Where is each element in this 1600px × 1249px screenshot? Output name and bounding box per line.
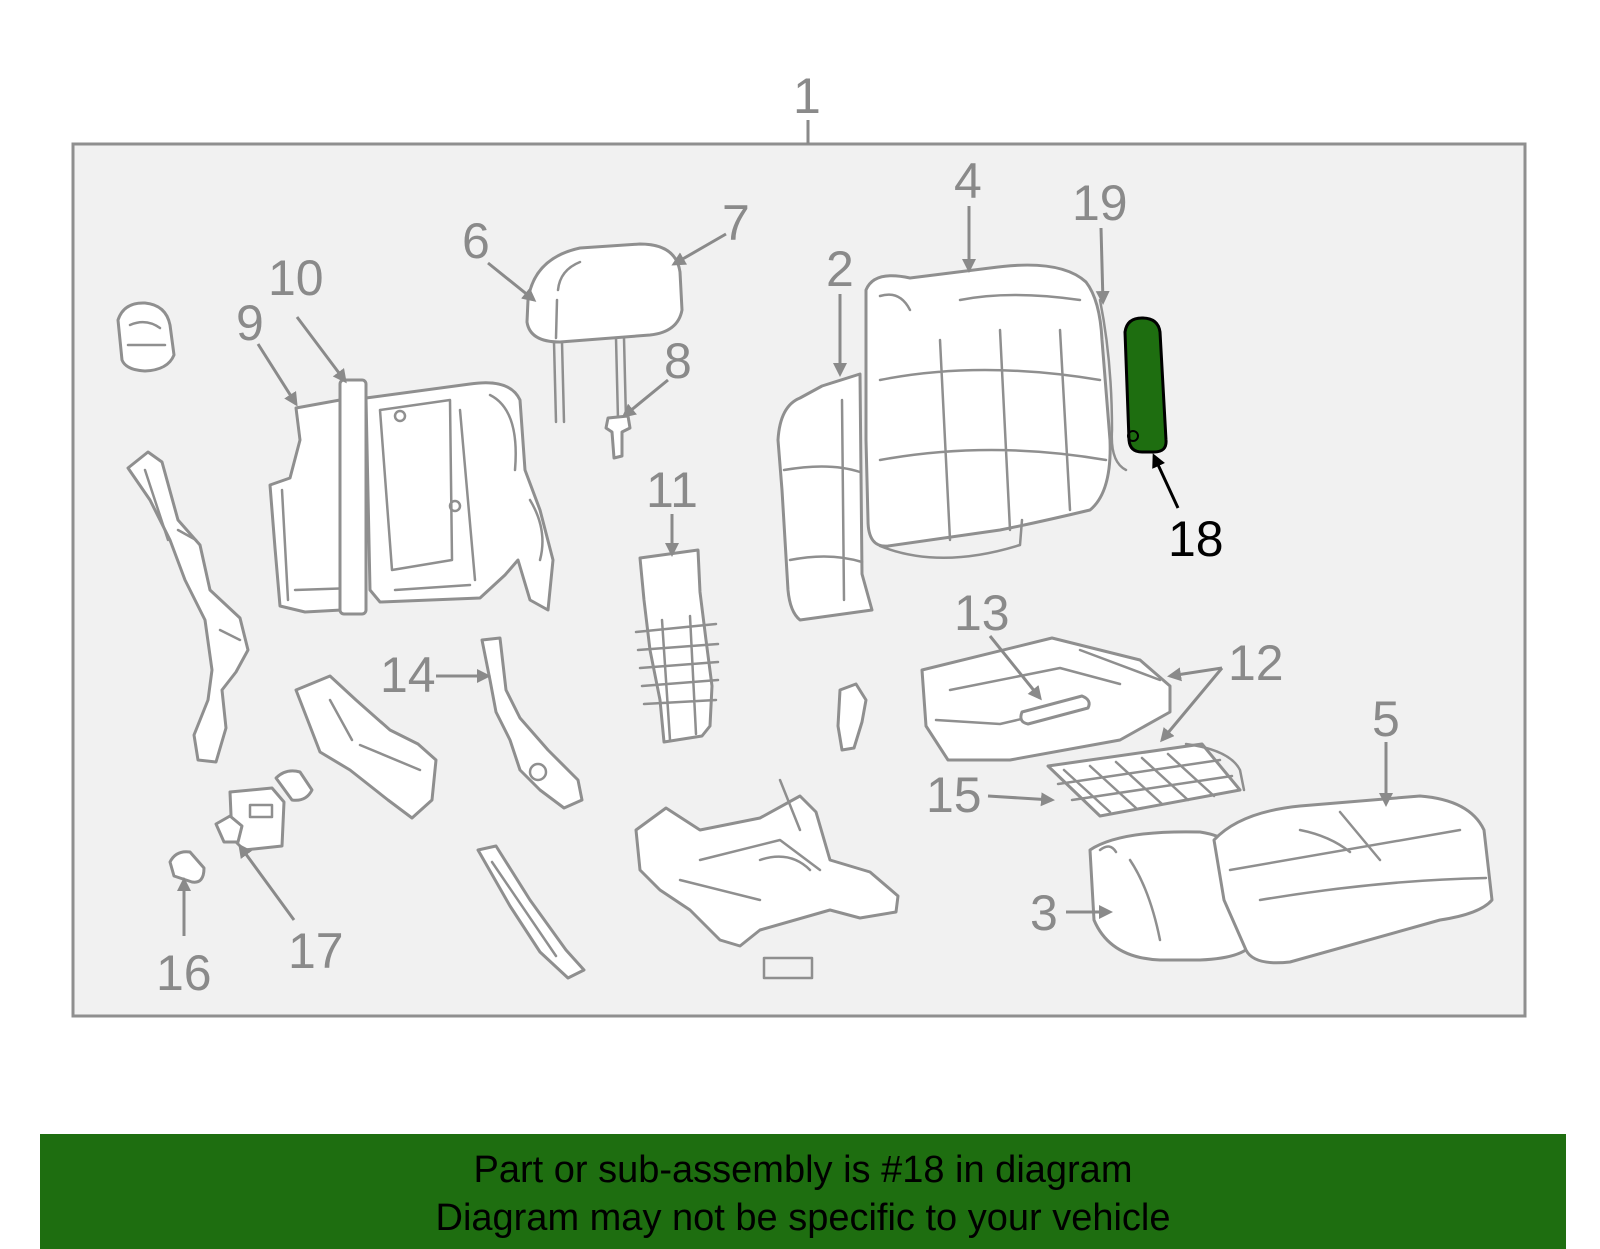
trim-panel-part-18-highlighted: [1123, 316, 1168, 454]
leader-6: [487, 261, 537, 302]
label-3: 3: [1030, 885, 1058, 941]
knob-part-16: [168, 850, 206, 884]
label-5: 5: [1372, 691, 1400, 747]
switch-part-17: [214, 769, 314, 852]
recliner-bracket-part-14: [480, 636, 584, 810]
label-15: 15: [926, 767, 982, 823]
label-8: 8: [664, 333, 692, 389]
label-12: 12: [1228, 635, 1284, 691]
seatback-frame-part-10: [338, 378, 555, 616]
label-6: 6: [462, 213, 490, 269]
label-13: 13: [954, 585, 1010, 641]
label-18: 18: [1168, 511, 1224, 567]
seatback-cover-part-4: [864, 263, 1112, 559]
leader-15: [987, 792, 1055, 807]
seatback-pad-part-2: [776, 372, 874, 622]
label-4: 4: [954, 153, 982, 209]
leader-10: [295, 316, 347, 384]
leader-9: [256, 343, 298, 407]
footer-line-1: Part or sub-assembly is #18 in diagram: [473, 1149, 1133, 1191]
label-10: 10: [268, 250, 324, 306]
label-19: 19: [1072, 175, 1128, 231]
leader-12a: [1167, 666, 1223, 682]
seat-frame-part-12: [920, 636, 1172, 762]
side-bracket-part: [126, 450, 250, 764]
label-2: 2: [826, 241, 854, 297]
spring-mat-part-15: [1046, 742, 1246, 818]
label-17: 17: [288, 923, 344, 979]
mount-bracket-part: [836, 682, 868, 752]
label-7: 7: [722, 195, 750, 251]
seat-adjuster-part: [634, 778, 900, 980]
side-shield-part: [294, 674, 438, 820]
leader-17: [238, 843, 296, 921]
seat-track-rail-part: [476, 844, 586, 980]
leader-8: [621, 378, 669, 418]
lumbar-support-part-11: [634, 548, 720, 744]
footer-banner: Part or sub-assembly is #18 in diagram D…: [40, 1134, 1566, 1249]
label-14: 14: [380, 647, 436, 703]
seat-frame-bar-part-13: [1019, 694, 1091, 726]
label-16: 16: [156, 945, 212, 1001]
label-9: 9: [236, 295, 264, 351]
headrest-part-7: [525, 242, 684, 424]
leader-18: [1152, 453, 1180, 509]
seat-cushion-cover-part-5: [1212, 794, 1494, 965]
trim-cap-part: [116, 301, 176, 373]
label-1: 1: [793, 68, 821, 124]
label-11: 11: [646, 462, 698, 518]
leader-13: [988, 635, 1042, 701]
headrest-guide-part-8: [604, 414, 632, 460]
trim-rod-part-19: [1098, 298, 1128, 472]
leader-19: [1095, 227, 1110, 305]
leader-12b: [1160, 667, 1224, 743]
leader-7: [671, 232, 727, 266]
footer-line-2: Diagram may not be specific to your vehi…: [435, 1197, 1171, 1239]
